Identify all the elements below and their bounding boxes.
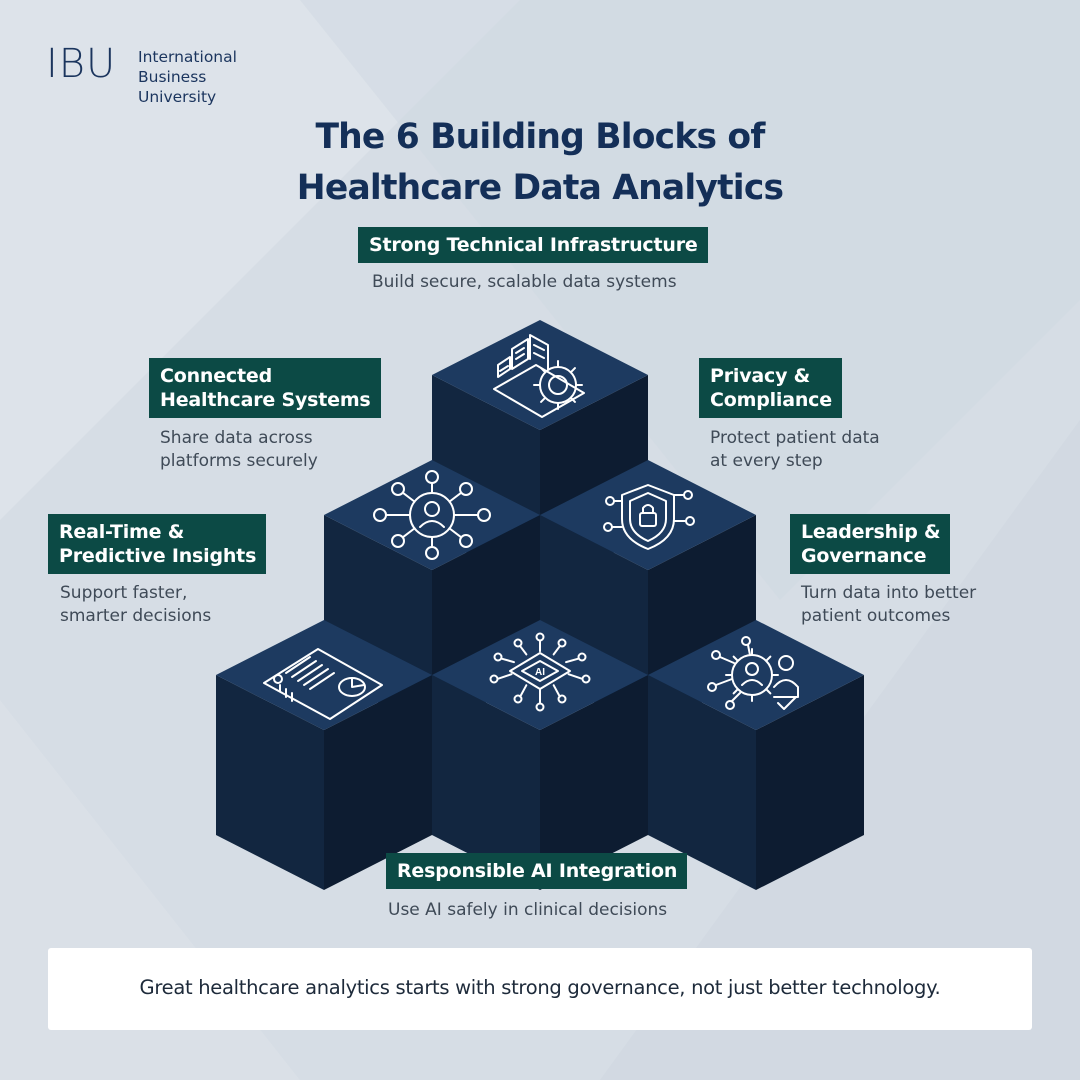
block-desc-insights: Support faster, smarter decisions xyxy=(60,582,211,628)
footer-text: Great healthcare analytics starts with s… xyxy=(139,976,941,999)
cube-infrastructure-gear xyxy=(432,320,648,590)
cube-leader-gear xyxy=(648,620,864,890)
block-label-line: Strong Technical Infrastructure xyxy=(369,234,698,256)
cube-top-face xyxy=(216,620,432,730)
block-desc-line: Use AI safely in clinical decisions xyxy=(388,900,668,920)
block-label-line: Privacy & xyxy=(710,365,811,387)
infrastructure-gear-icon xyxy=(493,334,585,418)
block-desc-line: smarter decisions xyxy=(60,606,212,626)
block-label-line: Predictive Insights xyxy=(59,545,257,567)
cube-ai-chip: AI xyxy=(432,620,648,890)
block-label-insights: Real-Time & Predictive Insights xyxy=(48,514,267,574)
logo-line: University xyxy=(138,88,217,106)
block-label-line: Governance xyxy=(801,545,927,567)
block-label-line: Healthcare Systems xyxy=(160,389,371,411)
cube-left-face xyxy=(648,675,756,890)
cube-top-face xyxy=(648,620,864,730)
footer-callout: Great healthcare analytics starts with s… xyxy=(48,948,1032,1030)
block-desc-infrastructure: Build secure, scalable data systems xyxy=(372,271,677,294)
leader-gear-icon xyxy=(707,636,799,710)
cube-left-face xyxy=(216,675,324,890)
cube-top-face xyxy=(540,460,756,570)
block-label-infrastructure: Strong Technical Infrastructure xyxy=(358,227,708,263)
shield-lock-icon xyxy=(603,484,695,550)
cube-left-face xyxy=(432,675,540,890)
cube-dashboard-chart xyxy=(216,620,432,890)
block-label-connected-systems: Connected Healthcare Systems xyxy=(149,358,381,418)
block-label-line: Connected xyxy=(160,365,272,387)
block-label-line: Responsible AI Integration xyxy=(397,860,678,882)
block-desc-line: Turn data into better xyxy=(801,583,977,603)
cube-right-face xyxy=(756,675,864,890)
block-label-governance: Leadership & Governance xyxy=(790,514,951,574)
logo-wordmark: International Business University xyxy=(138,47,237,107)
logo-mark: IBU xyxy=(46,41,117,87)
block-desc-line: Build secure, scalable data systems xyxy=(372,272,677,292)
ai-chip-label: AI xyxy=(535,667,545,678)
title-line: The 6 Building Blocks of xyxy=(315,117,765,157)
block-desc-connected-systems: Share data across platforms securely xyxy=(160,427,318,473)
block-desc-privacy: Protect patient data at every step xyxy=(710,427,880,473)
network-user-icon xyxy=(373,470,491,560)
logo-line: International xyxy=(138,48,237,66)
block-label-line: Compliance xyxy=(710,389,832,411)
logo-line: Business xyxy=(138,68,207,86)
page-title: The 6 Building Blocks of Healthcare Data… xyxy=(0,112,1080,214)
cube-top-face xyxy=(432,620,648,730)
title-line: Healthcare Data Analytics xyxy=(296,168,784,208)
block-desc-governance: Turn data into better patient outcomes xyxy=(801,582,976,628)
block-desc-line: Support faster, xyxy=(60,583,188,603)
block-desc-line: patient outcomes xyxy=(801,606,951,626)
block-desc-line: Protect patient data xyxy=(710,428,880,448)
cube-top-face xyxy=(432,320,648,430)
block-label-line: Real-Time & xyxy=(59,521,185,543)
block-label-responsible-ai: Responsible AI Integration xyxy=(386,853,688,889)
cube-right-face xyxy=(324,675,432,890)
block-label-privacy: Privacy & Compliance xyxy=(699,358,842,418)
ai-chip-icon: AI xyxy=(489,632,591,712)
block-desc-line: platforms securely xyxy=(160,451,318,471)
dashboard-chart-icon xyxy=(263,648,383,720)
block-desc-responsible-ai: Use AI safely in clinical decisions xyxy=(388,899,667,922)
block-label-line: Leadership & xyxy=(801,521,941,543)
block-desc-line: at every step xyxy=(710,451,823,471)
block-desc-line: Share data across xyxy=(160,428,313,448)
cube-right-face xyxy=(540,675,648,890)
